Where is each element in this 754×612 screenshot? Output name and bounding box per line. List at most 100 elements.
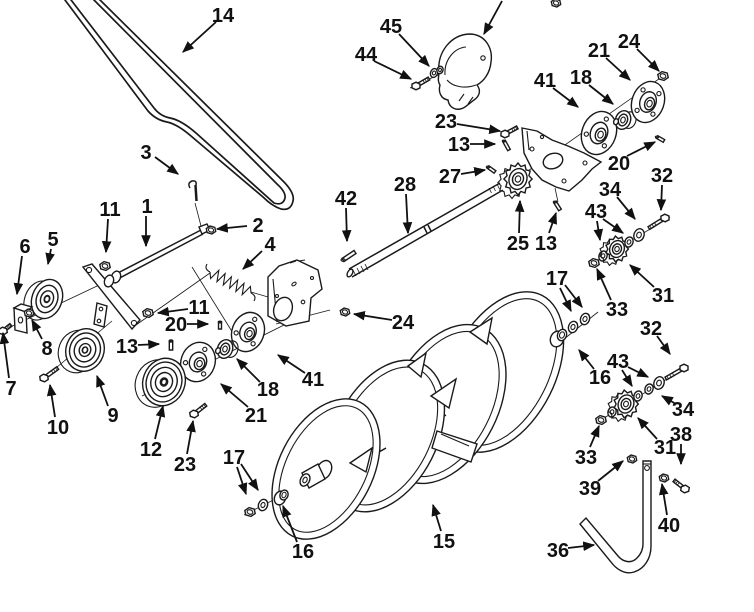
part-callout-32: 32 bbox=[651, 165, 673, 212]
part-number-label: 23 bbox=[435, 111, 457, 133]
part-number-label: 33 bbox=[575, 447, 597, 469]
auger-fin bbox=[348, 446, 374, 474]
part-callout-12: 12 bbox=[140, 404, 166, 461]
part-number-label: 21 bbox=[588, 40, 610, 62]
auger-bushings-washers bbox=[244, 312, 591, 518]
part-number-label: 5 bbox=[47, 229, 58, 251]
part-number-label: 20 bbox=[165, 314, 187, 336]
part-callout-34: 34 bbox=[660, 395, 695, 421]
part-number-label: 17 bbox=[546, 268, 568, 290]
part-number-label: 13 bbox=[535, 233, 557, 255]
part-number-label: 34 bbox=[599, 179, 622, 201]
part-number-label: 8 bbox=[41, 338, 52, 360]
part-callout-4: 4 bbox=[242, 234, 276, 270]
part-number-label: 17 bbox=[223, 447, 245, 469]
part-callout-33: 33 bbox=[575, 424, 600, 469]
auger-fin bbox=[406, 351, 428, 379]
part-callout-15: 15 bbox=[431, 503, 455, 553]
part-number-label: 36 bbox=[547, 540, 569, 562]
part-callout-11: 11 bbox=[99, 199, 121, 254]
part-callout-31: 31 bbox=[629, 264, 674, 307]
part-number-label: 20 bbox=[608, 153, 630, 175]
part-callout-11: 11 bbox=[156, 297, 210, 319]
part-number-label: 3 bbox=[140, 142, 151, 164]
part-callout-20: 20 bbox=[608, 141, 657, 175]
part-callout-33: 33 bbox=[596, 267, 628, 321]
part-callout-13: 13 bbox=[448, 134, 497, 156]
part-callout-24: 24 bbox=[352, 310, 415, 334]
part-number-label: 9 bbox=[107, 405, 118, 427]
part-callout-31: 31 bbox=[637, 417, 676, 459]
part-number-label: 33 bbox=[606, 299, 628, 321]
part-callout-2: 2 bbox=[215, 215, 264, 237]
part-number-label: 12 bbox=[140, 439, 162, 461]
part-callout-27: 27 bbox=[439, 166, 487, 188]
part-number-label: 25 bbox=[507, 233, 529, 255]
part-callout-20: 20 bbox=[165, 314, 210, 336]
skid-bracket bbox=[579, 460, 652, 574]
part-number-label: 11 bbox=[99, 199, 120, 221]
part-callout-13: 13 bbox=[116, 336, 161, 358]
drive-belt bbox=[63, 0, 295, 211]
part-number-label: 45 bbox=[380, 16, 402, 38]
right-bearing-flange-set bbox=[580, 80, 666, 156]
part-callout-8: 8 bbox=[31, 318, 53, 360]
part-callout-7: 7 bbox=[0, 331, 17, 400]
part-callout-3: 3 bbox=[140, 142, 179, 175]
part-number-label: 23 bbox=[174, 454, 196, 476]
part-number-label: 4 bbox=[264, 234, 276, 256]
part-callout-34: 34 bbox=[599, 179, 636, 220]
part-number-label: 43 bbox=[585, 201, 607, 223]
part-callout-24: 24 bbox=[618, 31, 660, 72]
part-callout-13: 13 bbox=[535, 211, 557, 255]
part-number-label: 32 bbox=[640, 318, 662, 340]
drive-sprocket-25 bbox=[497, 161, 534, 200]
part-number-label: 38 bbox=[670, 424, 692, 446]
part-number-label: 41 bbox=[302, 369, 324, 391]
part-number-label: 18 bbox=[257, 379, 279, 401]
auger-fin bbox=[429, 377, 458, 410]
tension-lever bbox=[81, 263, 141, 331]
part-callout-38: 38 bbox=[670, 424, 692, 466]
fasteners bbox=[0, 0, 669, 419]
bracket-fasteners bbox=[626, 454, 691, 494]
part-number-label: 18 bbox=[570, 67, 592, 89]
part-callout-9: 9 bbox=[96, 374, 119, 427]
part-callout-14: 14 bbox=[182, 5, 235, 53]
part-number-label: 10 bbox=[47, 417, 69, 439]
idler-bracket bbox=[12, 303, 34, 334]
part-number-label: 32 bbox=[651, 165, 673, 187]
auger-drive-shaft bbox=[346, 182, 504, 278]
part-callout-17: 17 bbox=[546, 268, 583, 313]
part-callout-41: 41 bbox=[534, 70, 579, 108]
auger-fin bbox=[468, 316, 493, 346]
part-number-label: 24 bbox=[618, 31, 641, 53]
part-number-label: 40 bbox=[658, 515, 680, 537]
part-callout-28: 28 bbox=[394, 174, 416, 235]
tension-spring bbox=[205, 263, 256, 302]
part-callout-32: 32 bbox=[640, 318, 671, 355]
part-callout-16: 16 bbox=[282, 504, 314, 563]
part-callout-25: 25 bbox=[507, 199, 529, 255]
part-number-label: 6 bbox=[19, 236, 30, 258]
part-callout-18: 18 bbox=[570, 67, 614, 105]
part-number-label: 21 bbox=[245, 405, 267, 427]
part-callout-41: 41 bbox=[277, 354, 324, 391]
part-number-label: 39 bbox=[579, 478, 601, 500]
auger-paddle-plate bbox=[431, 430, 478, 463]
part-callout-42: 42 bbox=[335, 188, 357, 243]
chain-sprocket-assemblies bbox=[588, 213, 689, 426]
part-callout-23: 23 bbox=[174, 419, 196, 476]
part-number-label: 43 bbox=[607, 351, 629, 373]
part-callout-23: 23 bbox=[435, 111, 502, 135]
part-number-label: 16 bbox=[292, 541, 314, 563]
leader-line-offscreen bbox=[483, 0, 503, 36]
part-callout-44: 44 bbox=[355, 44, 413, 80]
part-number-label: 28 bbox=[394, 174, 416, 196]
part-callout-1: 1 bbox=[141, 196, 153, 248]
gearbox-housing bbox=[267, 259, 323, 327]
part-number-label: 27 bbox=[439, 166, 461, 188]
part-callout-21: 21 bbox=[220, 383, 267, 427]
